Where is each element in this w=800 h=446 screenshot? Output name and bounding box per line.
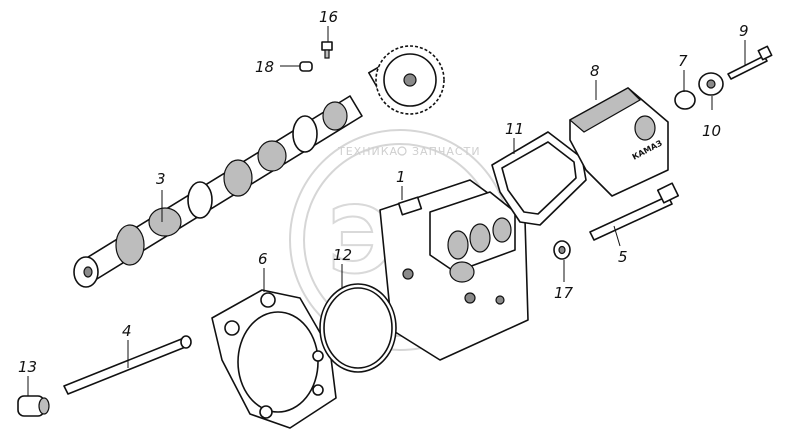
head-gasket-hole: [312, 350, 324, 362]
pin-18: [299, 61, 313, 72]
stud-bolt-9: [727, 45, 773, 80]
o-ring-inner: [323, 287, 393, 369]
callout-11: 11: [505, 120, 524, 138]
callout-6: 6: [258, 250, 268, 268]
callout-4: 4: [122, 322, 132, 340]
head-gasket-hole: [260, 292, 276, 308]
camshaft-lobe: [148, 207, 182, 237]
camshaft-lobe: [115, 224, 145, 266]
callout-9: 9: [739, 22, 749, 40]
callout-1: 1: [396, 168, 406, 186]
head-lug: [397, 196, 423, 216]
bolt-16: [321, 41, 333, 59]
grommet-10: [698, 72, 724, 96]
long-bolt-shank: [589, 195, 673, 241]
camshaft-journal: [292, 115, 318, 153]
washer-7-ring: [674, 90, 696, 110]
push-rod-tube: [63, 337, 189, 395]
long-bolt-head: [656, 182, 680, 204]
leader-5: [613, 225, 621, 247]
valve-cover-rim: [568, 87, 641, 133]
camshaft-end-bore: [83, 266, 93, 278]
stud-bolt-9-shank: [727, 55, 768, 80]
head-bolt-hole: [464, 292, 476, 304]
push-rod-end: [180, 335, 192, 349]
callout-16: 16: [319, 8, 338, 26]
injector-seat: [449, 261, 475, 283]
head-gasket-hole: [312, 384, 324, 396]
callout-3: 3: [156, 170, 166, 188]
callout-8: 8: [590, 62, 600, 80]
watermark-left-word: ТЕХНИКА: [337, 145, 398, 158]
head-bolt-hole: [495, 295, 505, 305]
grommet-10-hole: [706, 79, 716, 89]
cover-gasket-inner: [501, 141, 577, 215]
washer-17: [553, 240, 571, 260]
callout-18: 18: [255, 58, 274, 76]
camshaft-lobe: [322, 101, 348, 131]
bolt-16-thread: [324, 49, 330, 59]
camshaft-lobe: [223, 159, 253, 197]
valve-spring: [492, 217, 512, 243]
valve-cover-boss: [634, 115, 656, 141]
pin-18-body: [299, 61, 313, 72]
callout-10: 10: [702, 122, 721, 140]
watermark-gear-icon: [397, 146, 407, 156]
cylinder-head: [379, 179, 529, 361]
callout-12: 12: [333, 246, 352, 264]
camshaft-gear-hub: [403, 73, 417, 87]
valve-spring: [447, 230, 469, 260]
camshaft: [73, 45, 445, 288]
long-bolt: [589, 182, 680, 241]
head-bolt-hole: [402, 268, 414, 280]
head-gasket-hole: [259, 405, 273, 419]
push-rod: [63, 335, 192, 395]
callout-17: 17: [554, 284, 574, 302]
plug-13-end: [38, 397, 50, 415]
washer-17-hole: [558, 245, 566, 255]
callouts: 1 3 4 5 6 7 8 9 10 11 12 13 16 17 18: [18, 8, 749, 376]
bolt-16-head: [321, 41, 333, 51]
o-ring: [319, 283, 397, 373]
leader-lines: [27, 26, 746, 396]
callout-5: 5: [618, 248, 628, 266]
head-gasket-bore: [237, 311, 319, 413]
plug-13: [17, 395, 50, 417]
head-gasket-hole: [224, 320, 240, 336]
washer-7: [674, 90, 696, 110]
cover-gasket: [491, 131, 587, 226]
watermark-right-word: ЗАПЧАСТИ: [412, 145, 481, 158]
valve-spring: [469, 223, 491, 253]
callout-13: 13: [18, 358, 37, 376]
valve-cover: КАМАЗ: [568, 87, 669, 197]
camshaft-journal: [187, 181, 213, 219]
head-gasket: [211, 289, 337, 429]
stud-bolt-9-head: [757, 45, 773, 61]
camshaft-lobe: [257, 140, 287, 172]
callout-7: 7: [678, 52, 688, 70]
